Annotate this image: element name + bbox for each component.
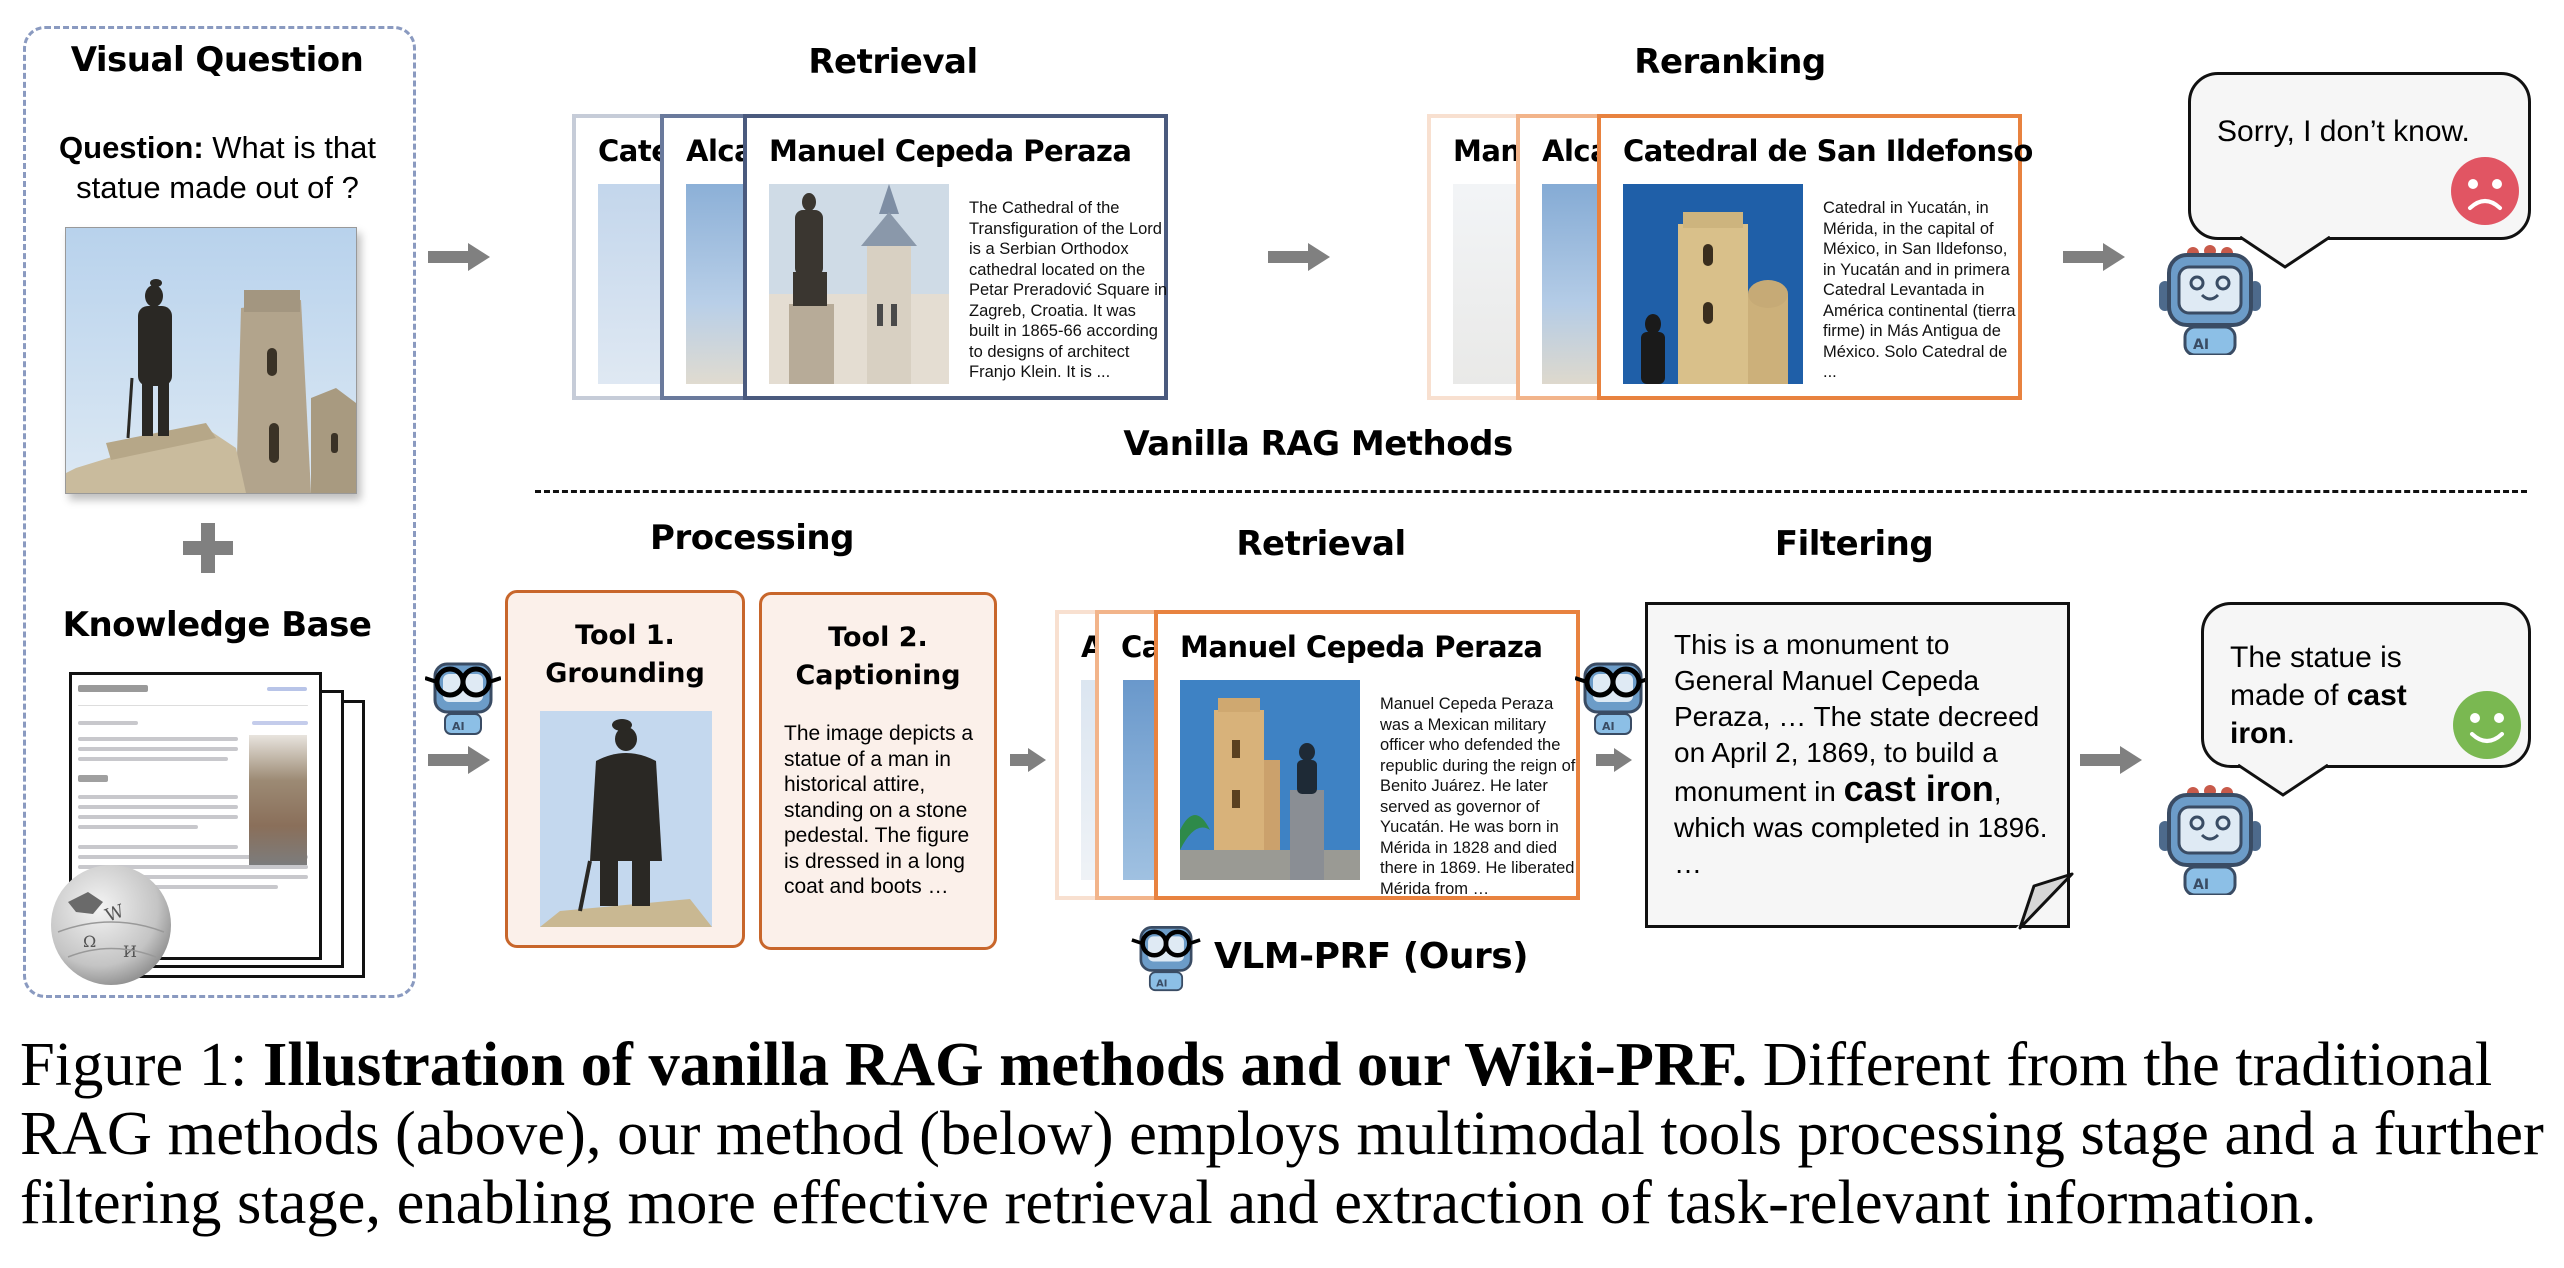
svg-text:Ω: Ω	[83, 932, 96, 951]
filtering-title: Filtering	[1774, 524, 1934, 564]
vlm-prf-label: VLM-PRF (Ours)	[1214, 936, 1529, 977]
card-text: Manuel Cepeda Peraza was a Mexican milit…	[1380, 695, 1576, 898]
robot-assistant-icon: AI	[2159, 785, 2261, 895]
caption-text: Different from the traditional	[1747, 1029, 2493, 1099]
filtered-text-highlight: cast iron	[1843, 768, 1994, 809]
svg-text:AI: AI	[1602, 720, 1615, 733]
tool-number: Tool 1.	[575, 620, 675, 651]
tool-name: Grounding	[545, 658, 705, 689]
question-text: Question: What is that statue made out o…	[30, 128, 405, 208]
question-body: What is that statue made out of ?	[76, 130, 376, 205]
card-image-statue-cathedral	[769, 184, 949, 384]
caption-prefix: Figure 1:	[20, 1029, 264, 1099]
filtered-text-part: , which was completed in 1896.	[1674, 776, 2048, 843]
cropped-statue-image	[540, 711, 712, 927]
sad-face-icon	[2451, 157, 2519, 225]
card-text: Catedral in Yucatán, in Mérida, in the c…	[1823, 199, 2016, 381]
plus-icon-vertical	[201, 523, 215, 573]
page-curl-icon	[2014, 872, 2074, 930]
caption-text: The image depicts a statue of a man in h…	[784, 722, 974, 898]
statue-and-bell-tower-photo	[65, 227, 357, 494]
card-title: Cate	[598, 134, 671, 168]
section-divider	[535, 490, 2527, 493]
vlm-robot-glasses-icon: AI	[1575, 662, 1651, 735]
card-title: Alca	[686, 134, 754, 168]
filtered-text-ellipsis: …	[1674, 848, 1702, 879]
vlm-robot-glasses-icon: AI	[1131, 926, 1201, 992]
tool-title: Tool 2. Captioning	[762, 619, 994, 695]
tool-captioning-card: Tool 2. Captioning The image depicts a st…	[759, 592, 997, 950]
vlm-robot-glasses-icon: AI	[425, 662, 501, 735]
tool-title: Tool 1. Grounding	[508, 617, 742, 693]
answer-text-part: .	[2286, 717, 2296, 750]
ours-retrieval-card-1: Manuel Cepeda Peraza Manuel Cepeda Peraz…	[1154, 610, 1580, 900]
tool-grounding-card: Tool 1. Grounding	[505, 590, 745, 948]
wikipedia-globe-icon: W Ω И	[48, 862, 174, 988]
answer-text-vanilla: Sorry, I don’t know.	[2217, 115, 2470, 148]
svg-text:AI: AI	[2193, 337, 2209, 353]
filtered-passage-note: This is a monument to General Manuel Cep…	[1645, 602, 2070, 928]
svg-text:AI: AI	[1156, 979, 1167, 990]
tool-number: Tool 2.	[828, 622, 928, 653]
answer-bubble-ours: The statue is made of cast iron.	[2201, 602, 2531, 768]
filtered-text-part: This is a monument to General Manuel Cep…	[1674, 629, 2040, 807]
caption-line-2: RAG methods (above), our method (below) …	[20, 1098, 2544, 1168]
ours-retrieval-title: Retrieval	[1236, 524, 1406, 564]
svg-text:AI: AI	[2193, 877, 2209, 893]
knowledge-base-title: Knowledge Base	[62, 605, 372, 645]
vanilla-retrieval-title: Retrieval	[808, 42, 978, 82]
bubble-tail	[2240, 236, 2330, 269]
visual-question-panel	[23, 26, 416, 998]
processing-title: Processing	[650, 518, 854, 558]
vanilla-retrieval-card-1: Manuel Cepeda Peraza The Cathedral of th…	[743, 114, 1168, 400]
card-image-cathedral-monument	[1180, 680, 1360, 880]
answer-highlight: cast iron	[2230, 679, 2407, 750]
question-label: Question:	[59, 130, 204, 165]
figure-caption: Figure 1: Illustration of vanilla RAG me…	[20, 1030, 2550, 1237]
answer-text-ours: The statue is made of cast iron.	[2230, 639, 2480, 753]
caption-line-3: filtering stage, enabling more effective…	[20, 1167, 2317, 1237]
wiki-page-thumbnail	[249, 735, 307, 865]
tool-name: Captioning	[795, 660, 961, 691]
card-image-cathedral-yucatan	[1623, 184, 1803, 384]
card-title: Catedral de San Ildefonso	[1623, 134, 2033, 168]
caption-bold-title: Illustration of vanilla RAG methods and …	[263, 1029, 1748, 1099]
answer-text-part: The statue is made of	[2230, 641, 2402, 712]
robot-assistant-icon: AI	[2159, 245, 2261, 355]
bubble-tail	[2238, 764, 2328, 797]
svg-text:AI: AI	[452, 720, 465, 733]
filtered-passage-text: This is a monument to General Manuel Cep…	[1674, 627, 2051, 882]
reranking-card-1: Catedral de San Ildefonso Catedral in Yu…	[1597, 114, 2033, 400]
svg-text:И: И	[123, 942, 137, 961]
vanilla-rag-methods-label: Vanilla RAG Methods	[1123, 424, 1513, 464]
card-title: Manuel Cepeda Peraza	[769, 134, 1132, 168]
reranking-title: Reranking	[1634, 42, 1826, 82]
caption-line-1: Figure 1: Illustration of vanilla RAG me…	[20, 1030, 2550, 1099]
happy-face-icon	[2453, 691, 2521, 759]
card-text: The Cathedral of the Transfiguration of …	[969, 199, 1168, 381]
card-title: Manuel Cepeda Peraza	[1180, 630, 1543, 664]
visual-question-title: Visual Question	[70, 40, 364, 80]
